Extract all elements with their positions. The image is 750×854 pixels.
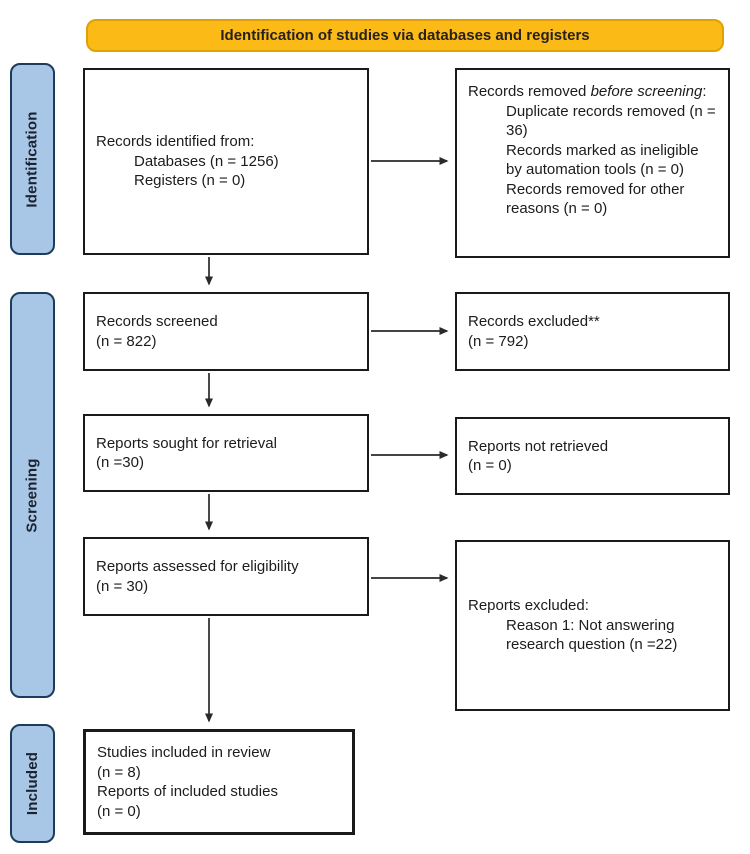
reports-not-retrieved-text: Reports not retrieved xyxy=(468,437,609,455)
reports-assessed-count: (n = 30) xyxy=(96,577,149,595)
phase-label-identification: Identification xyxy=(10,63,55,255)
studies-included-box: Studies included in review (n = 8) Repor… xyxy=(83,729,355,835)
studies-included-text: Studies included in review xyxy=(97,744,271,761)
records-identified-box: Records identified from: Databases (n = … xyxy=(83,68,369,255)
reports-assessed-text: Reports assessed for eligibility xyxy=(96,558,299,575)
reports-included-text: Reports of included studies xyxy=(97,783,278,800)
phase-label-screening: Screening xyxy=(10,292,55,698)
reports-not-retrieved-count: (n = 0) xyxy=(468,457,512,474)
records-removed-item: Duplicate records removed (n = 36) xyxy=(506,102,716,140)
reports-sought-box: Reports sought for retrieval (n =30) xyxy=(83,414,369,492)
reports-sought-text: Reports sought for retrieval xyxy=(96,434,277,452)
records-removed-item: Records marked as ineligible by automati… xyxy=(506,141,699,179)
phase-label-included-text: Included xyxy=(24,751,41,816)
records-removed-item: Records removed for other reasons (n = 0… xyxy=(506,180,685,218)
reports-excluded-box: Reports excluded: Reason 1: Not answerin… xyxy=(455,540,730,711)
phase-label-included: Included xyxy=(10,724,55,843)
reports-excluded-title: Reports excluded: xyxy=(468,597,589,615)
phase-label-screening-text: Screening xyxy=(24,457,42,533)
records-identified-title: Records identified from: xyxy=(96,133,255,151)
records-identified-item: Databases (n = 1256) xyxy=(134,152,279,170)
reports-excluded-item: Reason 1: Not answering research questio… xyxy=(506,616,678,654)
records-screened-text: Records screened xyxy=(96,313,218,330)
reports-included-count: (n = 0) xyxy=(97,802,141,820)
records-screened-box: Records screened (n = 822) xyxy=(83,292,369,371)
reports-assessed-box: Reports assessed for eligibility (n = 30… xyxy=(83,537,369,616)
records-removed-box: Records removed before screening: Duplic… xyxy=(455,68,730,258)
records-screened-count: (n = 822) xyxy=(96,332,157,350)
reports-not-retrieved-box: Reports not retrieved (n = 0) xyxy=(455,417,730,495)
reports-sought-count: (n =30) xyxy=(96,454,144,471)
phase-label-identification-text: Identification xyxy=(24,110,42,208)
records-removed-title: Records removed before screening: xyxy=(468,83,707,100)
records-identified-item: Registers (n = 0) xyxy=(134,172,246,190)
banner-title: Identification of studies via databases … xyxy=(86,19,724,52)
records-excluded-count: (n = 792) xyxy=(468,332,529,350)
records-excluded-box: Records excluded** (n = 792) xyxy=(455,292,730,371)
studies-included-count: (n = 8) xyxy=(97,763,141,781)
records-excluded-text: Records excluded** xyxy=(468,313,600,330)
